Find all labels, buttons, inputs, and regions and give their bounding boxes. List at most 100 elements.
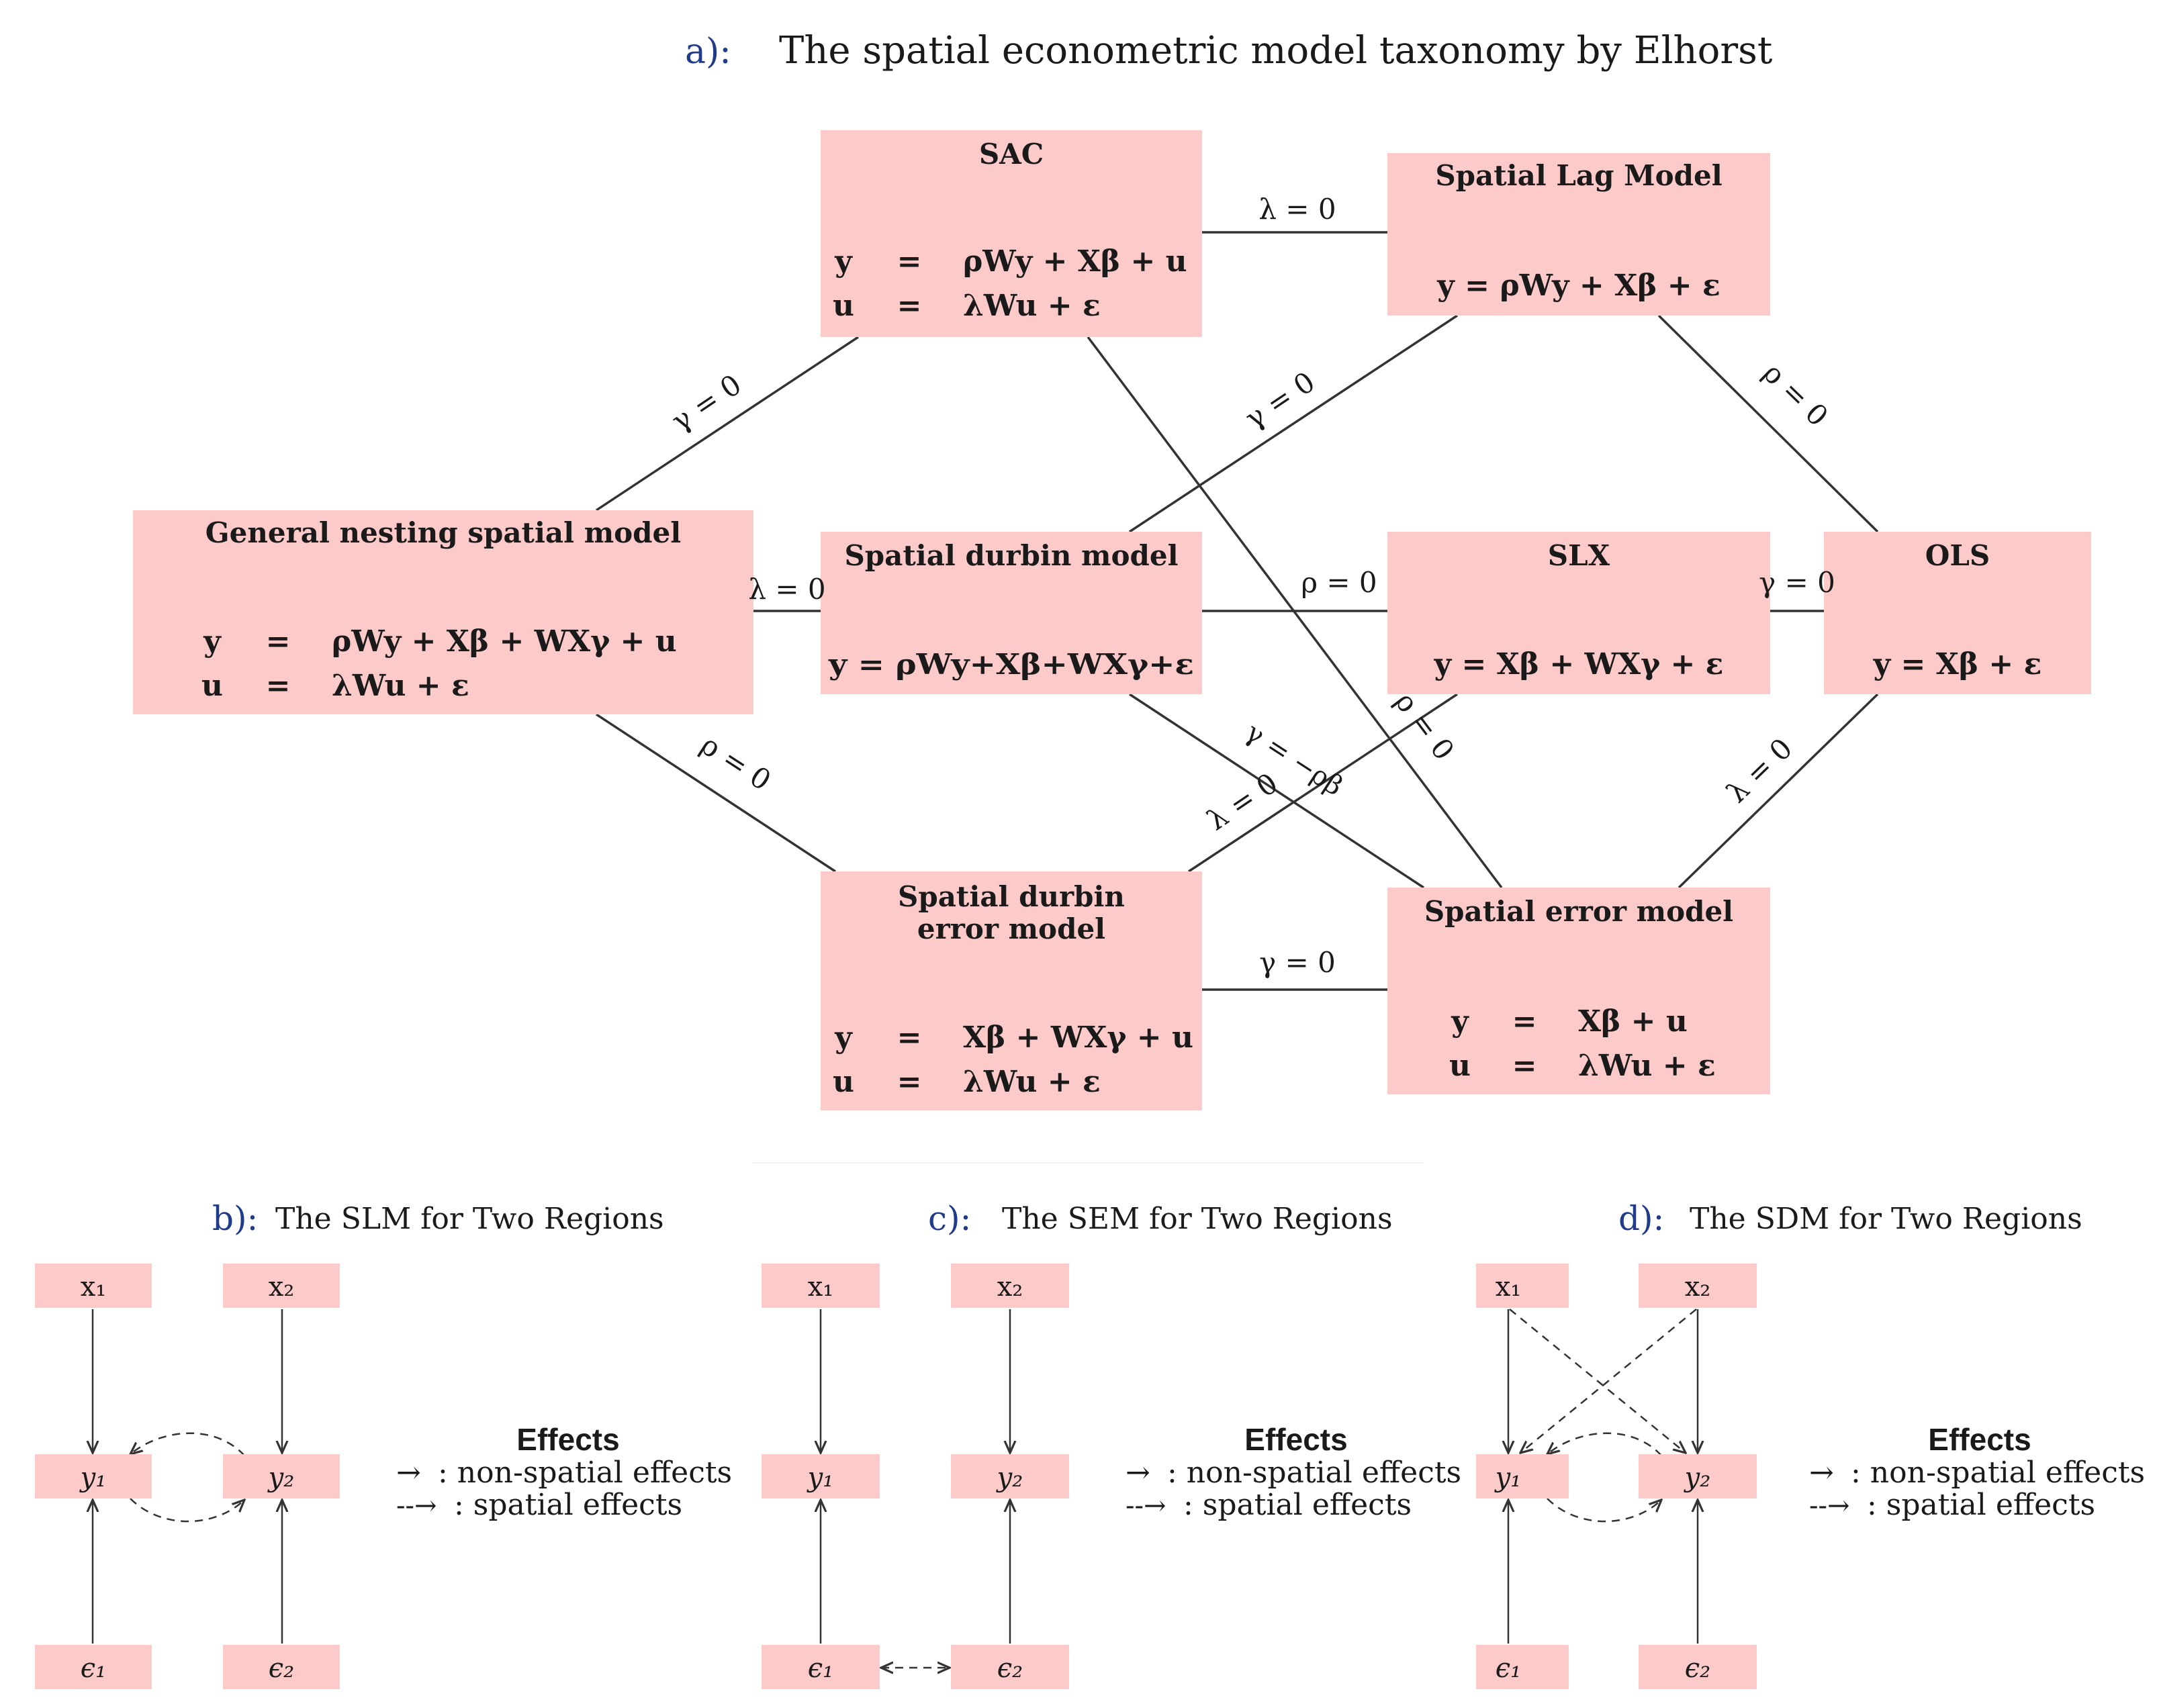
slx-eq: y = Xβ + WXγ + ε [1434, 647, 1724, 681]
edge-sdm-slm [1129, 314, 1458, 533]
sem-title: Spatial error model [1424, 895, 1733, 928]
slm-two-regions: x₁ x₂ y₁ y₂ ϵ₁ ϵ₂ [35, 1264, 340, 1689]
gns-eq2-sign: = [266, 669, 291, 703]
c-node-x2: x₂ [997, 1272, 1023, 1302]
label-slx-ols: γ = 0 [1759, 566, 1835, 599]
sac-eq1-lhs: y [834, 244, 853, 279]
sem-eq2-sign: = [1512, 1049, 1537, 1083]
b-effects-legend: Effects → : non-spatial effects --→ : sp… [396, 1422, 732, 1522]
label-sdm-slx: ρ = 0 [1301, 566, 1377, 599]
panel-d-title: The SDM for Two Regions [1690, 1202, 2082, 1236]
edge-gns-sac [596, 336, 859, 512]
sem-two-regions: x₁ x₂ y₁ y₂ ϵ₁ ϵ₂ [762, 1264, 1069, 1689]
box-slx [1387, 532, 1770, 694]
box-sdem [821, 871, 1202, 1110]
d-node-y2: y₂ [1684, 1462, 1711, 1493]
label-sdem-sem: γ = 0 [1259, 946, 1336, 979]
sem-eq2-rhs: λWu + ε [1578, 1049, 1716, 1083]
sac-eq2-sign: = [897, 289, 922, 323]
edge-gns-sdem [596, 713, 836, 873]
box-sdm [821, 532, 1202, 694]
taxonomy-edges [596, 231, 1879, 991]
sac-eq1-rhs: ρWy + Xβ + u [963, 244, 1187, 279]
sem-eq2-lhs: u [1449, 1049, 1471, 1083]
box-gns [133, 510, 753, 714]
box-ols [1824, 532, 2091, 694]
sac-eq2-lhs: u [833, 289, 854, 323]
gns-eq1-lhs: y [203, 624, 222, 659]
d-node-x2: x₂ [1685, 1272, 1711, 1302]
slm-title: Spatial Lag Model [1435, 159, 1722, 192]
panel-c-title: The SEM for Two Regions [1002, 1202, 1393, 1236]
panel-c-label: c): [928, 1199, 971, 1238]
box-sem [1387, 888, 1770, 1094]
svg-text:Effects: Effects [1244, 1422, 1347, 1457]
c-node-e1: ϵ₁ [808, 1653, 833, 1684]
sdem-eq1-lhs: y [834, 1021, 853, 1055]
sac-title: SAC [979, 138, 1044, 171]
label-sdm-slm: γ = 0 [1239, 365, 1321, 435]
gns-eq1-rhs: ρWy + Xβ + WXγ + u [332, 624, 677, 659]
svg-text:--→: --→ [1126, 1490, 1166, 1521]
sdm-title: Spatial durbin model [844, 539, 1178, 572]
edge-sdm-sem [1129, 693, 1424, 889]
sdem-eq2-sign: = [897, 1065, 922, 1099]
sdm-two-regions: x₁ x₂ y₁ y₂ ϵ₁ ϵ₂ [1476, 1264, 1757, 1689]
edge-ols-sem [1678, 693, 1879, 889]
panel-a-title: The spatial econometric model taxonomy b… [779, 29, 1773, 73]
svg-text:: non-spatial effects: : non-spatial effects [438, 1456, 732, 1490]
svg-text:: spatial effects: : spatial effects [1183, 1488, 1412, 1522]
gns-eq1-sign: = [266, 624, 291, 659]
d-node-y1: y₁ [1494, 1462, 1522, 1493]
ols-eq: y = Xβ + ε [1873, 647, 2042, 681]
sdem-eq1-rhs: Xβ + WXγ + u [963, 1021, 1193, 1055]
d-node-e1: ϵ₁ [1496, 1653, 1521, 1684]
svg-text:: spatial effects: : spatial effects [454, 1488, 682, 1522]
sdem-eq2-lhs: u [833, 1065, 854, 1099]
sem-eq1-rhs: Xβ + u [1578, 1004, 1688, 1039]
edge-sac-sem [1087, 336, 1503, 889]
svg-text:--→: --→ [1809, 1490, 1850, 1521]
box-slm [1387, 153, 1770, 316]
svg-text:: non-spatial effects: : non-spatial effects [1167, 1456, 1461, 1490]
svg-text:: spatial effects: : spatial effects [1867, 1488, 2095, 1522]
slx-title: SLX [1548, 539, 1610, 572]
label-sac-slm: λ = 0 [1258, 193, 1336, 226]
sdem-title-line1: Spatial durbin [898, 880, 1125, 913]
panel-d-label: d): [1618, 1199, 1664, 1238]
svg-text:: non-spatial effects: : non-spatial effects [1851, 1456, 2145, 1490]
label-ols-sem: λ = 0 [1720, 732, 1798, 809]
svg-text:Effects: Effects [1928, 1422, 2031, 1457]
gns-eq2-rhs: λWu + ε [332, 669, 469, 703]
b-node-e2: ϵ₂ [269, 1653, 294, 1684]
svg-text:→: → [396, 1456, 421, 1490]
svg-text:→: → [1809, 1456, 1834, 1490]
d-node-e2: ϵ₂ [1685, 1653, 1710, 1684]
b-node-y1: y₁ [79, 1462, 107, 1493]
taxonomy-boxes [133, 130, 2091, 1110]
svg-text:→: → [1126, 1456, 1150, 1490]
gns-eq2-lhs: u [201, 669, 223, 703]
edge-slm-ols [1657, 314, 1879, 533]
c-node-x1: x₁ [808, 1272, 834, 1302]
gns-title: General nesting spatial model [205, 516, 681, 549]
label-slm-ols: ρ = 0 [1757, 357, 1835, 433]
sem-eq1-lhs: y [1451, 1004, 1469, 1039]
b-node-x2: x₂ [269, 1272, 295, 1302]
panel-a-label: a): [685, 32, 731, 72]
sac-eq1-sign: = [897, 244, 922, 279]
sdem-title-line2: error model [917, 912, 1105, 945]
slm-eq: y = ρWy + Xβ + ε [1436, 269, 1720, 303]
sdem-eq2-rhs: λWu + ε [963, 1065, 1101, 1099]
sac-eq2-rhs: λWu + ε [963, 289, 1101, 323]
b-node-e1: ϵ₁ [81, 1653, 106, 1684]
edge-slx-sdem [1188, 693, 1458, 873]
d-effects-legend: Effects → : non-spatial effects --→ : sp… [1809, 1422, 2145, 1522]
svg-text:--→: --→ [396, 1490, 437, 1521]
panel-b-title: The SLM for Two Regions [275, 1202, 664, 1236]
sem-eq1-sign: = [1512, 1004, 1537, 1039]
sdem-eq1-sign: = [897, 1021, 922, 1055]
c-effects-legend: Effects → : non-spatial effects --→ : sp… [1126, 1422, 1461, 1522]
c-node-y2: y₂ [996, 1462, 1023, 1493]
